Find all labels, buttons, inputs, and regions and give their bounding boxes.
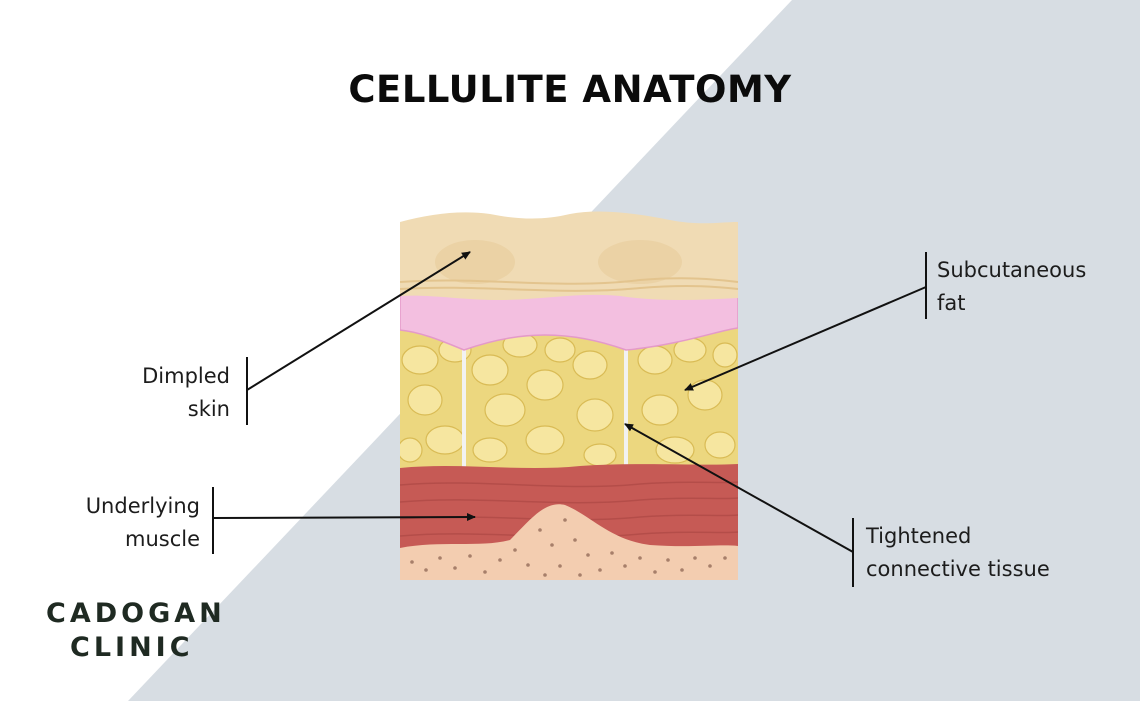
callout-subcutaneous-fat [684,252,927,391]
callout-connective-tissue [624,423,854,587]
page-title: CELLULITE ANATOMY [348,68,792,111]
bone-layer [400,504,738,580]
label-connective-tissue: Tightened connective tissue [866,524,1050,581]
label-dimpled-skin: Dimpled skin [142,364,230,421]
callout-dimpled-skin [246,251,471,425]
label-underlying-muscle: Underlying muscle [85,494,200,551]
clinic-logo: CADOGAN CLINIC [46,598,226,663]
connective-septa [462,350,628,470]
label-subcutaneous-fat: Subcutaneous fat [937,258,1087,315]
bone-pores [410,518,727,577]
fat-cells [400,332,738,467]
callout-underlying-muscle [212,487,476,554]
